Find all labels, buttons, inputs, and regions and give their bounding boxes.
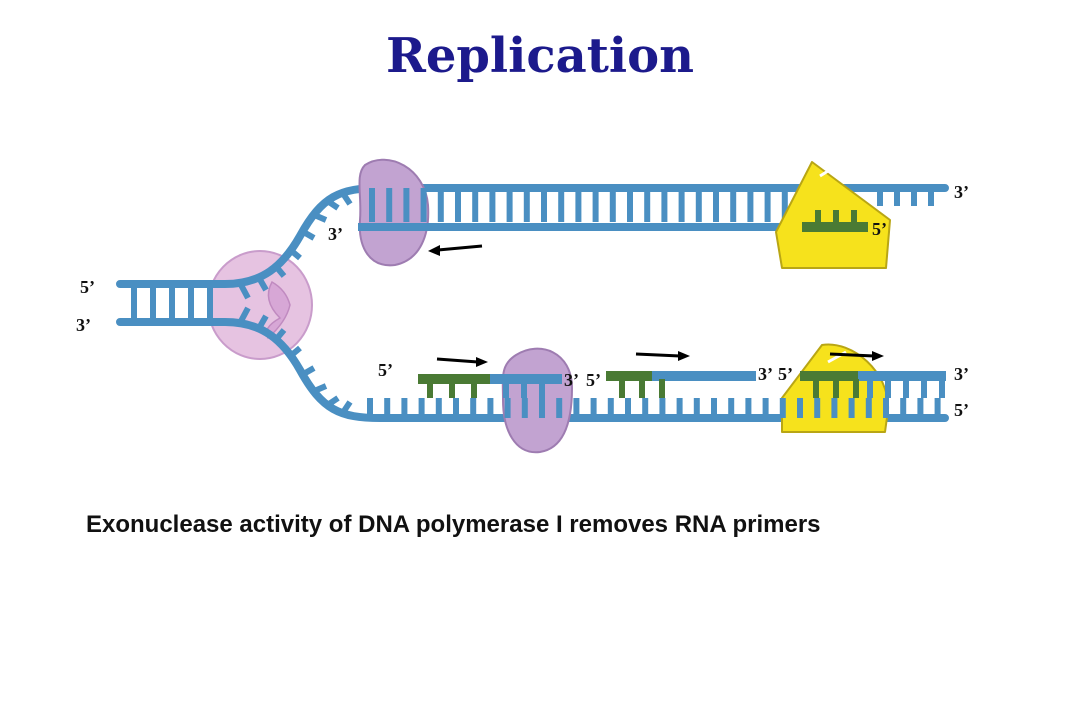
arrow-okazaki-2 <box>635 351 690 361</box>
arrow-okazaki-1 <box>436 357 488 367</box>
okazaki-5b-label: 5’ <box>778 364 793 384</box>
arrow-okazaki-3 <box>829 351 884 361</box>
arrow-leading <box>428 244 483 256</box>
caption: Exonuclease activity of DNA polymerase I… <box>86 511 821 538</box>
top-template-strand <box>116 184 949 288</box>
top-right-5-label: 5’ <box>872 219 887 239</box>
base <box>286 245 302 261</box>
base <box>324 197 340 211</box>
okazaki-fragments <box>418 371 946 398</box>
base <box>310 211 328 223</box>
parent-5-label: 5’ <box>80 277 95 297</box>
helicase <box>207 250 313 360</box>
base <box>310 383 328 395</box>
base <box>286 345 302 361</box>
parental-base-pairs <box>131 284 213 322</box>
okazaki-5a-label: 5’ <box>586 370 601 390</box>
base <box>298 365 316 379</box>
page-title: Replication <box>385 28 695 84</box>
leading-primer-3-label: 3’ <box>328 224 343 244</box>
base <box>271 262 287 278</box>
rna-primer-top <box>802 210 868 232</box>
bottom-template-strand <box>116 318 949 422</box>
okazaki-3a-label: 3’ <box>564 370 579 390</box>
base <box>271 328 287 344</box>
base <box>237 306 251 325</box>
lagging-5-label: 5’ <box>378 360 393 380</box>
bottom-right-3-label: 3’ <box>954 364 969 384</box>
base <box>237 281 251 300</box>
helicase-body <box>207 250 313 360</box>
dna-strands <box>116 184 949 422</box>
base <box>324 395 340 409</box>
parent-3-label: 3’ <box>76 315 91 335</box>
base <box>339 400 353 416</box>
fork-arm-bases <box>237 190 353 416</box>
bottom-right-5-label: 5’ <box>954 400 969 420</box>
base <box>255 274 269 292</box>
top-strand-bases <box>369 188 934 222</box>
base <box>339 190 353 206</box>
dna-polymerase-iii-top <box>358 158 430 267</box>
okazaki-3b-label: 3’ <box>758 364 773 384</box>
base <box>255 314 269 332</box>
top-right-3-label: 3’ <box>954 182 969 202</box>
bottom-strand-bases <box>367 398 941 418</box>
direction-arrows <box>428 244 884 367</box>
base <box>298 227 316 241</box>
